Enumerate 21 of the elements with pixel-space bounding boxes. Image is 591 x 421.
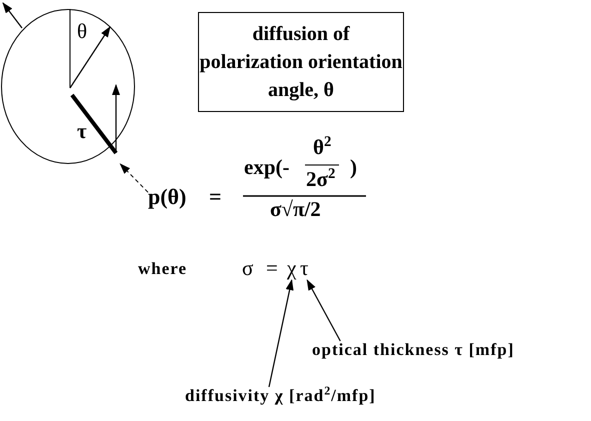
closing-parenthesis: ) xyxy=(350,156,357,180)
thickness-caption: optical thickness τ [mfp] xyxy=(312,341,514,360)
angle-label: θ xyxy=(77,20,88,44)
probability-term: p(θ) xyxy=(148,185,186,210)
sigma-symbol: σ xyxy=(242,257,254,280)
heading-box: diffusion of polarization orientation angle, θ xyxy=(198,12,404,112)
arrow xyxy=(268,279,294,388)
arrow xyxy=(306,279,341,342)
thickness-symbol: τ xyxy=(300,257,308,280)
denominator-term: 2σ$^{2}$ xyxy=(306,168,336,192)
numerator-term: θ$^{2}$ xyxy=(313,136,332,160)
diffusivity-caption: diffusivity χ [rad$^{2}$/mfp] xyxy=(185,387,376,406)
where-word: where xyxy=(138,260,188,279)
polarization-circle xyxy=(1,9,135,164)
equals-sign: = xyxy=(266,257,278,280)
exp-term: exp(- xyxy=(244,156,290,180)
diffusivity-symbol: χ xyxy=(287,257,296,280)
thickness-label: τ xyxy=(77,120,87,144)
root-term: σ√π/2 xyxy=(270,198,321,222)
equals-sign: = xyxy=(209,185,222,210)
dashed-arrow xyxy=(120,163,148,193)
